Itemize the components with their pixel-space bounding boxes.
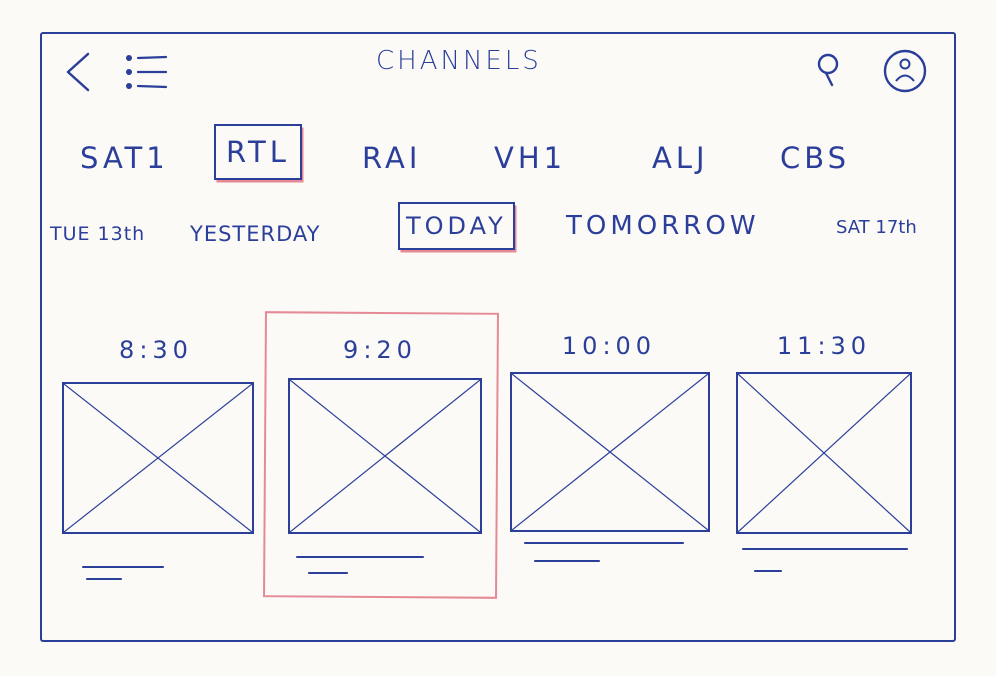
search-button[interactable] bbox=[812, 52, 846, 88]
channel-tab-rai[interactable]: RAI bbox=[362, 141, 422, 175]
image-placeholder-icon bbox=[738, 374, 910, 532]
channel-tab-alj[interactable]: ALJ bbox=[652, 141, 709, 175]
channel-tab-cbs[interactable]: CBS bbox=[780, 141, 851, 175]
page-title: CHANNELS bbox=[376, 46, 542, 76]
device-frame bbox=[40, 32, 956, 642]
date-tab-tomorrow[interactable]: TOMORROW bbox=[566, 211, 760, 241]
image-placeholder-icon bbox=[290, 380, 480, 532]
program-subtitle-line bbox=[754, 570, 782, 572]
chevron-left-icon bbox=[66, 52, 90, 92]
program-thumbnail bbox=[62, 382, 254, 534]
date-tab-sat17[interactable]: SAT 17th bbox=[836, 217, 917, 238]
image-placeholder-icon bbox=[512, 374, 708, 530]
program-thumbnail bbox=[510, 372, 710, 532]
user-icon bbox=[883, 49, 927, 93]
program-thumbnail bbox=[736, 372, 912, 534]
date-tabs: TUE 13th YESTERDAY TODAY TOMORROW SAT 17… bbox=[0, 202, 996, 250]
program-card[interactable]: 10:00 bbox=[504, 332, 714, 582]
program-card[interactable]: 9:20 bbox=[280, 336, 482, 586]
list-icon bbox=[126, 55, 168, 89]
program-title-line bbox=[524, 542, 684, 544]
program-title-line bbox=[742, 548, 908, 550]
program-time: 11:30 bbox=[776, 332, 872, 360]
program-time: 10:00 bbox=[561, 332, 657, 360]
date-tab-yesterday[interactable]: YESTERDAY bbox=[190, 222, 321, 246]
channel-tab-rtl[interactable]: RTL bbox=[214, 124, 302, 180]
program-title-line bbox=[82, 566, 164, 568]
back-button[interactable] bbox=[62, 50, 96, 94]
program-card[interactable]: 11:30 bbox=[734, 332, 914, 582]
program-subtitle-line bbox=[86, 578, 122, 580]
image-placeholder-icon bbox=[64, 384, 252, 532]
channel-tab-sat1[interactable]: SAT1 bbox=[80, 141, 169, 175]
menu-button[interactable] bbox=[122, 52, 170, 94]
program-thumbnail bbox=[288, 378, 482, 534]
program-title-line bbox=[296, 556, 424, 558]
channel-tabs: SAT1 RTL RAI VH1 ALJ CBS bbox=[0, 124, 996, 180]
search-icon bbox=[817, 53, 839, 87]
date-tab-today[interactable]: TODAY bbox=[398, 202, 515, 250]
program-subtitle-line bbox=[534, 560, 600, 562]
program-card[interactable]: 8:30 bbox=[56, 336, 256, 586]
program-subtitle-line bbox=[308, 572, 348, 574]
channel-tab-vh1[interactable]: VH1 bbox=[494, 141, 567, 175]
profile-button[interactable] bbox=[882, 48, 928, 94]
date-tab-tue13[interactable]: TUE 13th bbox=[50, 223, 146, 245]
program-time: 9:20 bbox=[343, 336, 417, 364]
program-time: 8:30 bbox=[119, 336, 193, 364]
